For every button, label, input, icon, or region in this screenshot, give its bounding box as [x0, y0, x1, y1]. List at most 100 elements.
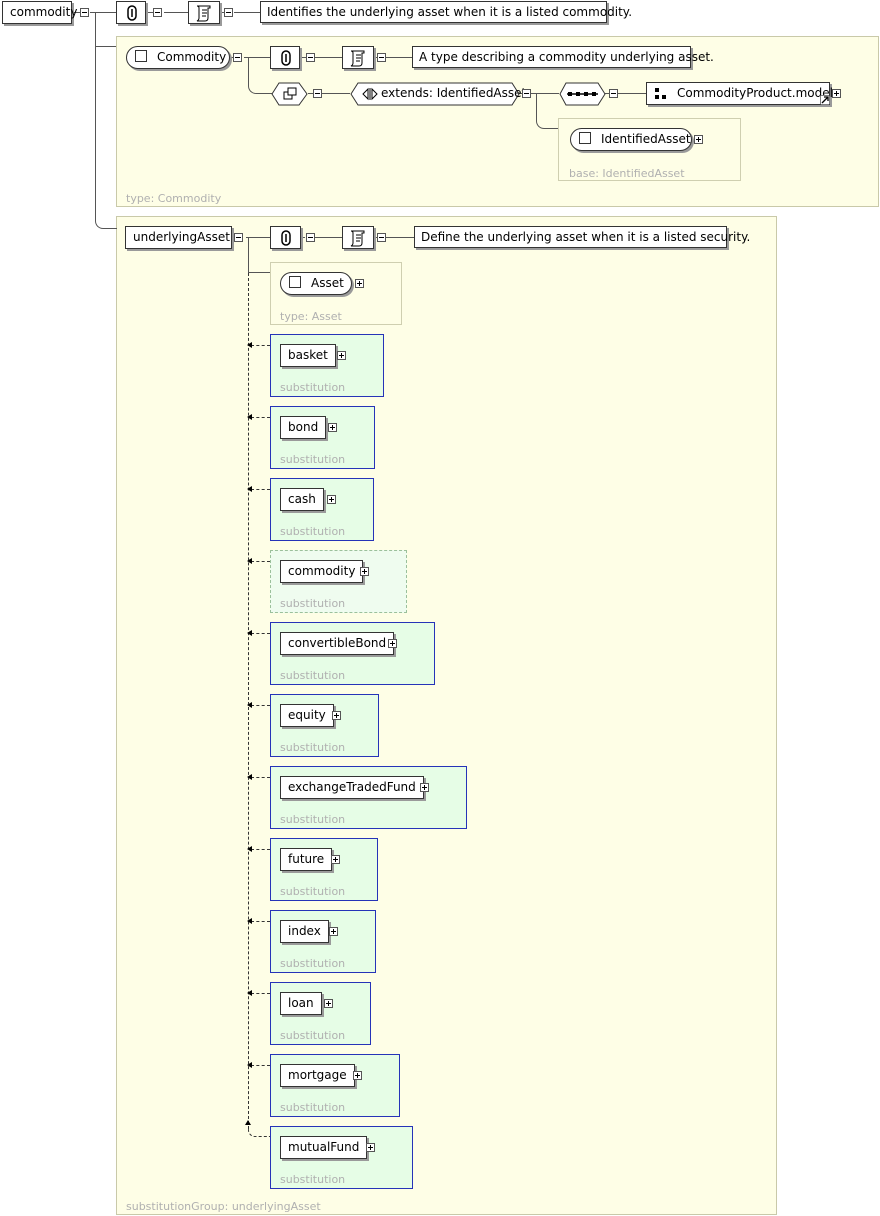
documentation-icon[interactable] — [342, 226, 374, 249]
collapse-toggle[interactable] — [522, 89, 531, 98]
substitution-label: substitution — [280, 1173, 346, 1186]
substitution-link — [251, 417, 270, 418]
sequence-compositor-icon[interactable] — [270, 226, 301, 249]
expand-toggle[interactable] — [355, 279, 364, 288]
collapse-toggle[interactable] — [153, 8, 162, 17]
substitution-label: substitution — [280, 741, 346, 754]
substitution-label: substitution — [280, 885, 346, 898]
extends-node[interactable]: extends: IdentifiedAsset — [350, 82, 526, 106]
connector — [234, 12, 260, 13]
documentation-icon[interactable] — [342, 46, 374, 69]
complex-type-icon — [579, 132, 591, 144]
asset-type-name: Asset — [311, 276, 344, 290]
substitution-arrow — [247, 342, 252, 348]
substitution-link — [251, 777, 270, 778]
exchange-traded-fund-element[interactable]: exchangeTradedFund — [280, 776, 424, 799]
substitution-label: substitution — [280, 669, 346, 682]
group-ref-label: CommodityProduct.model — [677, 86, 833, 100]
identified-asset-label: IdentifiedAsset — [601, 132, 691, 146]
substitution-label: substitution — [280, 381, 346, 394]
expand-toggle[interactable] — [332, 711, 341, 720]
expand-toggle[interactable] — [360, 567, 369, 576]
expand-toggle[interactable] — [694, 135, 703, 144]
underlying-asset-element[interactable]: underlyingAsset — [125, 226, 232, 249]
collapse-toggle[interactable] — [609, 89, 618, 98]
collapse-toggle[interactable] — [233, 53, 242, 62]
substitution-label: substitution — [280, 1101, 346, 1114]
connector — [322, 93, 350, 94]
expand-toggle[interactable] — [420, 783, 429, 792]
substitution-arrow — [247, 702, 252, 708]
commodity-element[interactable]: commodity — [2, 1, 77, 24]
expand-toggle[interactable] — [388, 639, 397, 648]
substitution-cash: cash substitution — [270, 478, 374, 541]
substitution-arrow-up — [245, 1120, 251, 1125]
base-type-label: base: IdentifiedAsset — [569, 167, 685, 180]
connector — [518, 93, 522, 94]
index-element[interactable]: index — [280, 920, 329, 943]
substitution-future: future substitution — [270, 838, 378, 901]
expand-toggle[interactable] — [327, 495, 336, 504]
collapse-toggle[interactable] — [313, 89, 322, 98]
substitution-label: substitution — [280, 1029, 346, 1042]
substitution-commodity: commodity substitution — [270, 550, 407, 613]
substitution-mortgage: mortgage substitution — [270, 1054, 400, 1117]
complex-type-icon — [135, 50, 147, 62]
connector — [374, 237, 378, 238]
commodity-type-label: Commodity — [157, 50, 227, 64]
expand-toggle[interactable] — [329, 927, 338, 936]
substitution-arrow — [247, 990, 252, 996]
expand-toggle[interactable] — [331, 855, 340, 864]
connector — [95, 46, 116, 47]
expand-toggle[interactable] — [832, 89, 841, 98]
connector-curve — [536, 93, 570, 129]
equity-element[interactable]: equity — [280, 704, 334, 727]
collapse-toggle[interactable] — [306, 233, 315, 242]
basket-element[interactable]: basket — [280, 344, 336, 367]
commodity-product-model-group[interactable]: CommodityProduct.model — [646, 82, 833, 105]
convertible-bond-element[interactable]: convertibleBond — [280, 632, 395, 655]
commodity-substitution-element[interactable]: commodity — [280, 560, 364, 583]
reference-arrow-icon — [820, 95, 830, 105]
connector — [90, 12, 116, 13]
future-element[interactable]: future — [280, 848, 333, 871]
collapse-toggle[interactable] — [377, 233, 386, 242]
sequence-compositor-icon[interactable] — [270, 46, 300, 69]
connector — [605, 93, 609, 94]
substitution-arrow — [247, 630, 252, 636]
commodity-type[interactable]: Commodity — [126, 46, 230, 69]
connector — [248, 272, 270, 273]
expand-toggle[interactable] — [324, 999, 333, 1008]
collapse-toggle[interactable] — [234, 233, 243, 242]
substitution-mutual-fund: mutualFund substitution — [270, 1126, 413, 1189]
connector — [618, 93, 646, 94]
documentation-icon[interactable] — [188, 1, 220, 24]
mortgage-element[interactable]: mortgage — [280, 1064, 355, 1087]
connector — [95, 12, 96, 220]
substitution-arrow — [247, 1062, 252, 1068]
collapse-toggle[interactable] — [306, 53, 315, 62]
substitution-arrow — [247, 846, 252, 852]
substitution-trunk-end — [248, 1126, 270, 1137]
mutual-fund-element[interactable]: mutualFund — [280, 1136, 368, 1159]
expand-toggle[interactable] — [328, 423, 337, 432]
expand-toggle[interactable] — [353, 1071, 362, 1080]
connector — [244, 57, 270, 58]
connector — [531, 93, 559, 94]
substitution-arrow — [247, 918, 252, 924]
collapse-toggle[interactable] — [377, 53, 386, 62]
expand-toggle[interactable] — [366, 1143, 375, 1152]
identified-asset-type[interactable]: IdentifiedAsset — [570, 128, 692, 151]
bond-element[interactable]: bond — [280, 416, 327, 439]
asset-type[interactable]: Asset — [280, 272, 352, 295]
connector — [246, 237, 270, 238]
expand-toggle[interactable] — [337, 351, 346, 360]
collapse-toggle[interactable] — [224, 8, 233, 17]
complex-content-icon[interactable] — [271, 82, 308, 106]
sequence-compositor-icon[interactable] — [116, 1, 146, 24]
sequence-icon[interactable] — [559, 82, 606, 106]
cash-element[interactable]: cash — [280, 488, 324, 511]
collapse-toggle[interactable] — [80, 8, 89, 17]
loan-element[interactable]: loan — [280, 992, 322, 1015]
group-icon — [655, 88, 666, 99]
